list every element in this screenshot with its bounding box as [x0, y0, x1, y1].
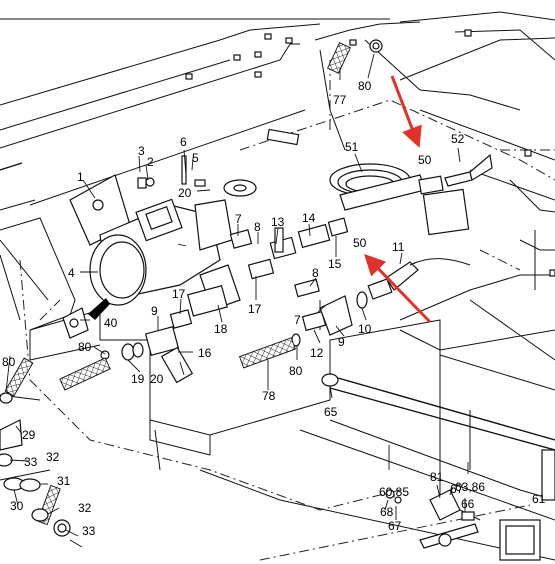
callout-16: 16: [198, 346, 212, 360]
callout-17b: 17: [248, 302, 262, 316]
callout-78: 78: [262, 389, 276, 403]
callout-80a: 80: [358, 79, 372, 93]
callout-19: 19: [131, 372, 145, 386]
callout-40: 40: [104, 316, 118, 330]
callout-31: 31: [57, 474, 71, 488]
callout-80c: 80: [289, 364, 303, 378]
callout-33a: 33: [24, 455, 38, 469]
callout-18: 18: [214, 322, 228, 336]
callout-77: 77: [333, 93, 347, 107]
callout-10: 10: [358, 322, 372, 336]
callout-61: 61: [532, 492, 546, 506]
callout-15: 15: [328, 257, 342, 271]
callout-5: 5: [192, 151, 199, 165]
callout-68: 68: [380, 505, 394, 519]
callout-3: 3: [138, 144, 145, 158]
callout-14: 14: [302, 211, 316, 225]
callout-63-86: 63,86: [455, 480, 485, 494]
callout-labels: 1 2 3 4 5 6 7 7 8 8 9 9 10 11 12 13 14 1…: [2, 79, 546, 538]
callout-2: 2: [147, 155, 154, 169]
callout-7b: 7: [294, 313, 301, 327]
left-fittings: [0, 392, 71, 537]
mounting-bolts: [185, 29, 555, 277]
callout-20a: 20: [178, 186, 192, 200]
black-arrow-40: [88, 298, 110, 320]
callout-11: 11: [392, 240, 405, 254]
callout-8a: 8: [254, 220, 261, 234]
callout-80d: 80: [2, 355, 16, 369]
valve-fittings: [62, 217, 471, 384]
callout-8b: 8: [312, 266, 319, 280]
callout-30: 30: [10, 499, 24, 513]
callout-9a: 9: [151, 304, 158, 318]
motor-assembly: [69, 155, 257, 306]
callout-9b: 9: [338, 335, 345, 349]
callout-20b: 20: [150, 372, 164, 386]
callout-29: 29: [22, 428, 36, 442]
callout-32b: 32: [78, 501, 92, 515]
coiled-hose: [329, 39, 493, 236]
callout-50a: 50: [418, 153, 432, 167]
leader-lines: [5, 53, 469, 548]
callout-52: 52: [451, 132, 465, 146]
lower-brackets: [385, 449, 555, 561]
callout-50b: 50: [353, 236, 367, 250]
callout-6: 6: [180, 135, 187, 149]
callout-33b: 33: [82, 524, 96, 538]
callout-13: 13: [271, 215, 285, 229]
hose-65: [321, 373, 555, 470]
callout-7a: 7: [235, 212, 242, 226]
callout-1: 1: [77, 170, 84, 184]
callout-4: 4: [68, 266, 75, 280]
callout-51: 51: [345, 140, 359, 154]
callout-65: 65: [324, 405, 338, 419]
callout-67b: 67: [388, 519, 402, 533]
chassis-frame: [0, 11, 555, 561]
callout-12: 12: [310, 346, 324, 360]
red-arrow-lower: [364, 253, 432, 324]
callout-66: 66: [461, 497, 475, 511]
highlight-arrows: [88, 75, 432, 324]
braided-hoses: [4, 42, 351, 526]
callout-32a: 32: [46, 450, 60, 464]
callout-60-85: 60,85: [379, 485, 409, 499]
callout-67a: 67: [450, 482, 464, 496]
red-arrow-upper: [390, 75, 422, 148]
callout-80b: 80: [78, 340, 92, 354]
callout-81: 81: [430, 470, 444, 484]
callout-17a: 17: [172, 287, 186, 301]
